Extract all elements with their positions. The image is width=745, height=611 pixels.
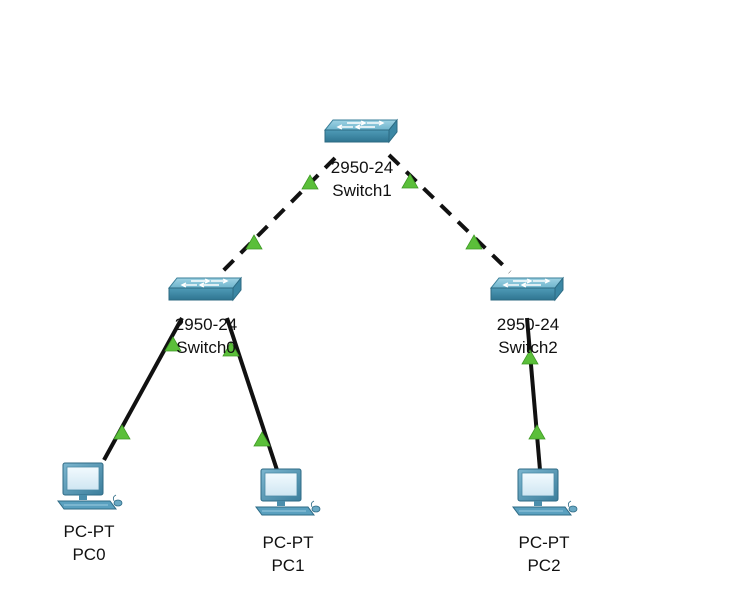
pc2-name-label: PC2 — [527, 556, 561, 575]
switch2-switch-icon[interactable] — [490, 277, 564, 301]
pc1-name-label: PC1 — [271, 556, 305, 575]
link-switch1-switch0[interactable] — [220, 156, 337, 274]
pc2-pc-icon[interactable] — [512, 468, 578, 516]
switch0-model-label: 2950-24 — [174, 315, 238, 334]
link-status-up-icon — [528, 424, 546, 440]
link-switch1-switch2[interactable] — [387, 153, 512, 274]
switch1-model-label: 2950-24 — [330, 158, 394, 177]
switch2-name-label: Switch2 — [498, 338, 558, 357]
switch1-switch-icon[interactable] — [324, 119, 398, 143]
link-status-up-icon — [245, 234, 263, 250]
pc2-model-label: PC-PT — [518, 533, 570, 552]
switch0-name-label: Switch0 — [176, 338, 236, 357]
switch0-switch-icon[interactable] — [168, 277, 242, 301]
switch2-model-label: 2950-24 — [496, 315, 560, 334]
link-status-up-icon — [113, 424, 131, 440]
pc1-model-label: PC-PT — [262, 533, 314, 552]
switch1-name-label: Switch1 — [332, 181, 392, 200]
link-switch2-pc2[interactable] — [525, 317, 542, 471]
pc0-name-label: PC0 — [72, 545, 106, 564]
pc0-model-label: PC-PT — [63, 522, 115, 541]
pc1-pc-icon[interactable] — [255, 468, 321, 516]
pc0-pc-icon[interactable] — [57, 462, 123, 510]
